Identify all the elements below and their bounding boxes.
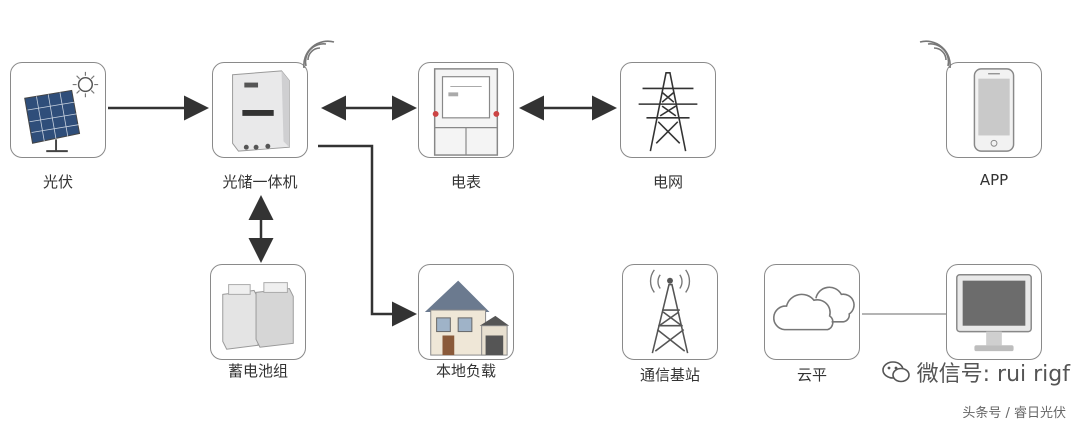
electric-meter-icon bbox=[432, 68, 500, 156]
battery-label: 蓄电池组 bbox=[227, 362, 288, 380]
smartphone-icon bbox=[973, 68, 1015, 152]
arrow-inverter-load bbox=[318, 144, 417, 327]
wifi-icon-app bbox=[919, 40, 951, 68]
cloud-icon bbox=[772, 286, 855, 331]
load-node bbox=[418, 264, 514, 360]
app-label: APP bbox=[979, 171, 1009, 189]
inverter-node bbox=[212, 62, 308, 158]
meter-node bbox=[418, 62, 514, 158]
monitor-icon bbox=[956, 274, 1032, 352]
meter-label: 电表 bbox=[450, 173, 481, 191]
tower-node bbox=[622, 264, 718, 360]
inverter-label: 光储一体机 bbox=[222, 173, 298, 191]
load-label: 本地负载 bbox=[435, 362, 496, 380]
watermark-text: 微信号: rui rigf bbox=[916, 362, 1070, 387]
solar-panel-icon bbox=[24, 71, 99, 153]
wifi-icon bbox=[303, 40, 335, 68]
wechat-watermark: 微信号: rui rigf bbox=[881, 356, 1070, 388]
pc-node bbox=[946, 264, 1042, 360]
pv-label: 光伏 bbox=[42, 173, 73, 191]
house-icon bbox=[424, 280, 510, 356]
grid-label: 电网 bbox=[652, 173, 683, 191]
battery-node bbox=[210, 264, 306, 360]
footer-credit: 头条号 / 睿日光伏 bbox=[962, 406, 1066, 421]
battery-icon bbox=[222, 282, 294, 350]
pv-node bbox=[10, 62, 106, 158]
tower-label: 通信基站 bbox=[639, 366, 700, 384]
app-node bbox=[946, 62, 1042, 158]
antenna-tower-icon bbox=[649, 269, 691, 354]
cloud-label: 云平 bbox=[796, 366, 827, 384]
inverter-icon bbox=[232, 70, 290, 152]
grid-node bbox=[620, 62, 716, 158]
power-tower-icon bbox=[638, 72, 698, 152]
wechat-icon bbox=[881, 361, 910, 383]
cloud-node bbox=[764, 264, 860, 360]
